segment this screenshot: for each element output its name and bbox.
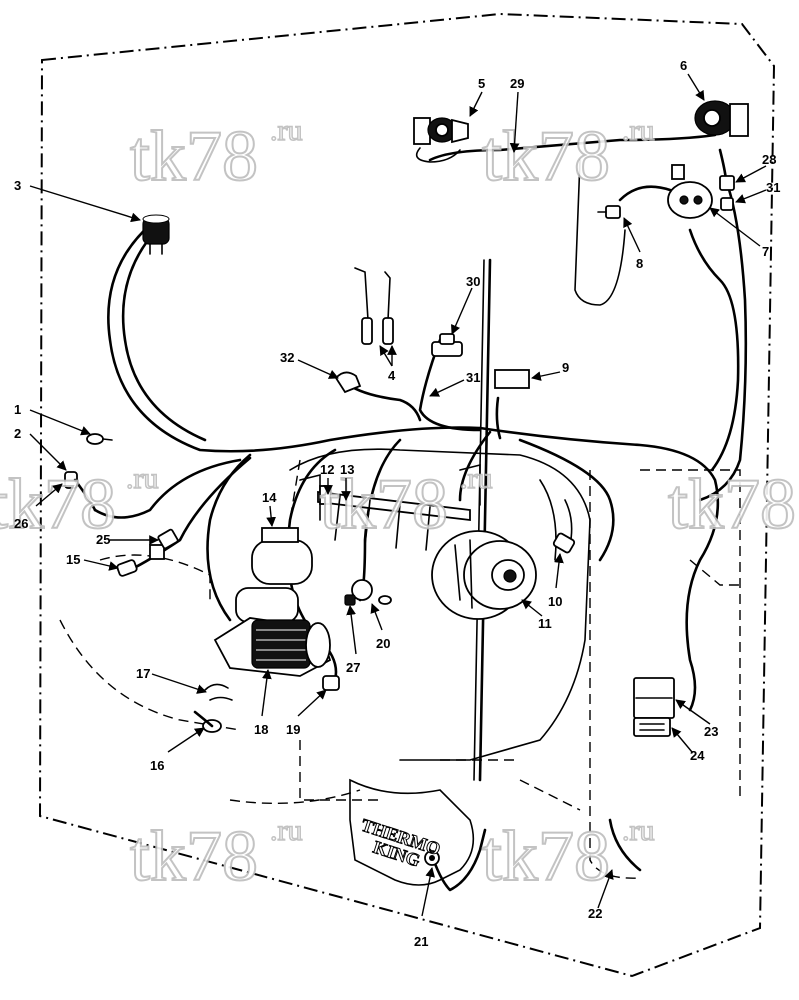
callout-30: 30 [466, 274, 480, 289]
callout-31: 31 [766, 180, 780, 195]
component-8-sensor [597, 205, 621, 219]
callout-16: 16 [150, 758, 164, 773]
component-15-sensor [116, 544, 165, 577]
callout-20: 20 [376, 636, 390, 651]
unit-frame-outline [38, 12, 776, 978]
component-7-switch [667, 164, 713, 219]
watermark-text: tk78 [482, 116, 610, 196]
watermark-suffix: .ru [622, 814, 655, 847]
callout-3: 3 [14, 178, 21, 193]
callout-leaders [29, 73, 767, 917]
callout-5: 5 [478, 76, 485, 91]
callout-13: 13 [340, 462, 354, 477]
callout-18: 18 [254, 722, 268, 737]
callout-25: 25 [96, 532, 110, 547]
watermark-suffix: .ru [622, 114, 655, 147]
component-11-alternator [431, 530, 537, 620]
watermark-suffix: .ru [270, 814, 303, 847]
callout-2: 2 [14, 426, 21, 441]
watermark-suffix: .ru [460, 462, 493, 495]
watermarks: tk78 .ru tk78 .ru tk78 .ru tk78 .ru tk78… [0, 113, 797, 897]
callout-4: 4 [388, 368, 396, 383]
callout-14: 14 [262, 490, 277, 505]
component-1-fuse [86, 433, 113, 445]
callout-21: 21 [414, 934, 428, 949]
watermark-text: tk78 [320, 464, 448, 544]
callout-8: 8 [636, 256, 643, 271]
component-4-sensors [354, 267, 394, 345]
callout-10: 10 [548, 594, 562, 609]
callout-32: 32 [280, 350, 294, 365]
component-28-31-connectors [719, 175, 735, 211]
component-2-connector [64, 471, 97, 512]
component-3-coil [142, 214, 170, 255]
watermark-text: tk78 [668, 464, 796, 544]
component-14-starter-solenoid [251, 527, 313, 585]
component-18-starter-motor [213, 587, 332, 677]
callout-15: 15 [66, 552, 80, 567]
callout-31: 31 [466, 370, 480, 385]
callout-22: 22 [588, 906, 602, 921]
component-25-connector [157, 528, 179, 550]
callout-labels: 1 2 3 4 5 6 7 8 9 10 11 12 13 14 15 16 1… [14, 58, 780, 949]
component-5-horn [413, 117, 469, 163]
callout-1: 1 [14, 402, 21, 417]
callout-7: 7 [762, 244, 769, 259]
callout-19: 19 [286, 722, 300, 737]
watermark-text: tk78 [130, 116, 258, 196]
watermark-text: tk78 [130, 816, 258, 896]
callout-12: 12 [320, 462, 334, 477]
component-30-fitting [431, 333, 463, 357]
component-9-relay [494, 369, 530, 389]
callout-27: 27 [346, 660, 360, 675]
watermark-text: tk78 [0, 464, 116, 544]
callout-28: 28 [762, 152, 776, 167]
component-19-sender [322, 675, 340, 691]
component-21-ground [424, 850, 440, 866]
component-12-13-glowplug-bus [317, 485, 471, 551]
callout-17: 17 [136, 666, 150, 681]
callout-26: 26 [14, 516, 28, 531]
component-23-24-connectors [633, 677, 675, 737]
component-6-alarm [694, 100, 749, 137]
watermark-suffix: .ru [126, 462, 159, 495]
callout-24: 24 [690, 748, 705, 763]
callout-6: 6 [680, 58, 687, 73]
callout-29: 29 [510, 76, 524, 91]
component-20-sender [344, 579, 392, 606]
callout-23: 23 [704, 724, 718, 739]
callout-9: 9 [562, 360, 569, 375]
component-16-terminal [193, 710, 222, 733]
component-17-leads [204, 683, 233, 701]
component-10-sensor [552, 532, 576, 554]
watermark-text: tk78 [482, 816, 610, 896]
callout-11: 11 [538, 616, 552, 631]
watermark-suffix: .ru [270, 114, 303, 147]
